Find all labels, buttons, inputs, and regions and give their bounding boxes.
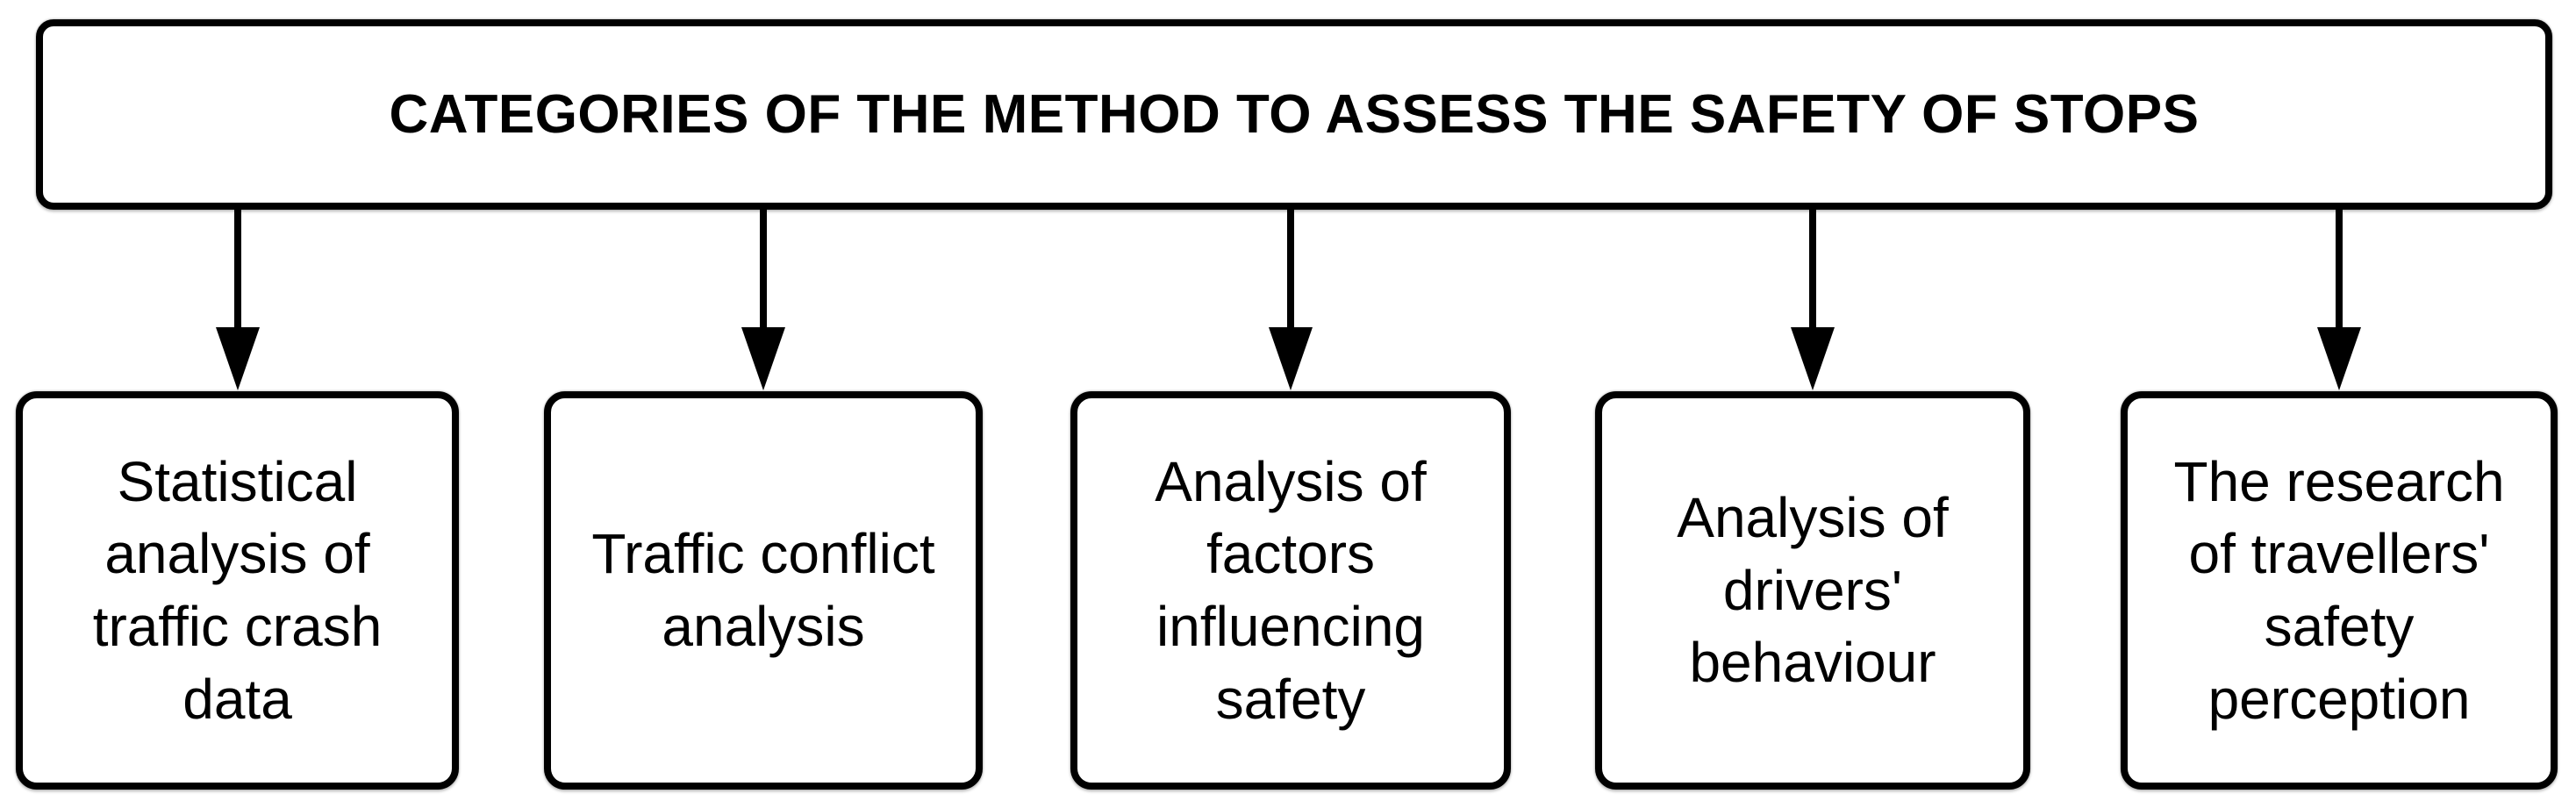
category-label: Traffic conflict analysis	[591, 522, 935, 658]
connector-arrow-5	[2317, 210, 2361, 391]
category-box-travellers-safety-perception: The research of travellers' safety perce…	[2121, 391, 2558, 790]
category-label: The research of travellers' safety perce…	[2173, 449, 2505, 731]
connector-arrow-2	[741, 210, 785, 391]
category-label: Analysis of factors influencing safety	[1155, 449, 1427, 731]
arrow-head-icon	[216, 327, 260, 390]
category-box-statistical-analysis: Statistical analysis of traffic crash da…	[16, 391, 459, 790]
arrow-head-icon	[2317, 327, 2361, 390]
connector-arrow-1	[216, 210, 260, 391]
arrow-shaft	[1809, 210, 1816, 332]
connector-arrow-4	[1791, 210, 1835, 391]
category-box-drivers-behaviour: Analysis of drivers' behaviour	[1595, 391, 2030, 790]
connector-arrow-3	[1269, 210, 1313, 391]
category-label: Analysis of drivers' behaviour	[1677, 486, 1949, 695]
diagram-title: CATEGORIES OF THE METHOD TO ASSESS THE S…	[389, 84, 2200, 145]
arrow-shaft	[2336, 210, 2343, 332]
category-box-factors-influencing-safety: Analysis of factors influencing safety	[1070, 391, 1511, 790]
arrow-head-icon	[1791, 327, 1835, 390]
arrow-shaft	[1287, 210, 1294, 332]
category-box-traffic-conflict: Traffic conflict analysis	[544, 391, 983, 790]
category-label: Statistical analysis of traffic crash da…	[92, 449, 383, 731]
arrow-shaft	[760, 210, 767, 332]
header-box: CATEGORIES OF THE METHOD TO ASSESS THE S…	[36, 19, 2552, 210]
arrow-head-icon	[741, 327, 785, 390]
arrow-head-icon	[1269, 327, 1313, 390]
arrow-shaft	[234, 210, 241, 332]
